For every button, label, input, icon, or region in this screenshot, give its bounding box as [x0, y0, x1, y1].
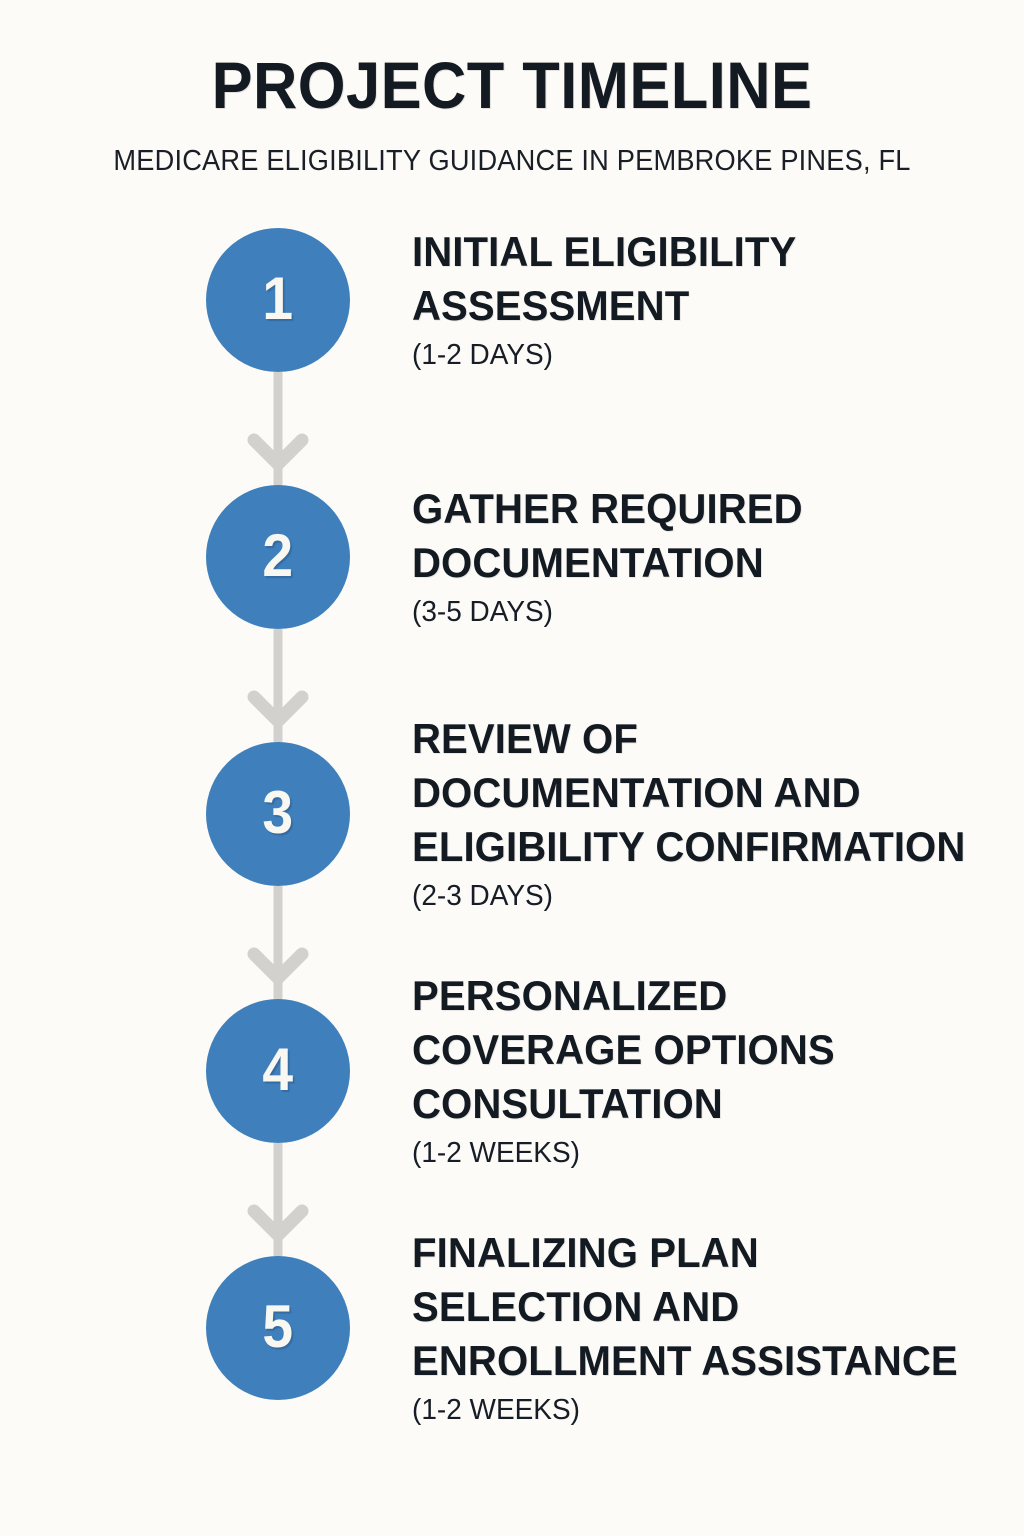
step-duration-label: (1-2 WEEKS) — [412, 1394, 580, 1426]
timeline-step: 1 INITIAL ELIGIBILITY ASSESSMENT (1-2 DAYS) — [0, 225, 1024, 486]
step-number-label: 4 — [262, 1036, 294, 1103]
step-text-block: REVIEW OF DOCUMENTATION AND ELIGIBILITY CO… — [412, 712, 1012, 916]
timeline-step: 3 REVIEW OF DOCUMENTATION AND ELIGIBILITY C… — [0, 715, 1024, 1000]
step-title-line: CONSULTATION — [412, 1080, 723, 1127]
step-number-circle: 4 — [206, 999, 350, 1143]
step-title-line: ELIGIBILITY CONFIRMATION — [412, 823, 966, 870]
step-text-block: INITIAL ELIGIBILITY ASSESSMENT (1-2 DAYS) — [412, 225, 1012, 375]
step-title-line: DOCUMENTATION — [412, 539, 764, 586]
step-connector-arrow-icon — [247, 372, 309, 486]
page-subtitle: MEDICARE ELIGIBILITY GUIDANCE IN PEMBROK… — [113, 145, 911, 177]
step-number-circle: 5 — [206, 1256, 350, 1400]
step-number-label: 3 — [262, 779, 294, 846]
step-number-circle: 2 — [206, 485, 350, 629]
step-connector-arrow-icon — [247, 1143, 309, 1257]
step-connector-arrow-icon — [247, 886, 309, 1000]
step-duration-label: (2-3 DAYS) — [412, 880, 553, 912]
step-text-block: FINALIZING PLAN SELECTION AND ENROLLMENT A… — [412, 1226, 1012, 1430]
step-title-line: INITIAL ELIGIBILITY — [412, 228, 797, 275]
step-duration-label: (3-5 DAYS) — [412, 596, 553, 628]
step-title-line: DOCUMENTATION AND — [412, 769, 861, 816]
step-title-line: COVERAGE OPTIONS — [412, 1026, 835, 1073]
step-number-circle: 3 — [206, 742, 350, 886]
step-duration-label: (1-2 DAYS) — [412, 339, 553, 371]
step-duration-label: (1-2 WEEKS) — [412, 1137, 580, 1169]
step-text-block: GATHER REQUIRED DOCUMENTATION (3-5 DAYS) — [412, 482, 1012, 632]
step-title-line: ASSESSMENT — [412, 282, 690, 329]
timeline-step: 2 GATHER REQUIRED DOCUMENTATION (3-5 DAYS) — [0, 482, 1024, 743]
step-text-block: PERSONALIZED COVERAGE OPTIONS CONSULTATION… — [412, 969, 1012, 1173]
step-connector-arrow-icon — [247, 629, 309, 743]
step-title-line: GATHER REQUIRED — [412, 485, 803, 532]
step-number-circle: 1 — [206, 228, 350, 372]
step-title-line: FINALIZING PLAN — [412, 1229, 759, 1276]
step-title-line: ENROLLMENT ASSISTANCE — [412, 1337, 958, 1384]
step-title-line: PERSONALIZED — [412, 972, 728, 1019]
infographic-header: PROJECT TIMELINE MEDICARE ELIGIBILITY GU… — [0, 0, 1024, 176]
step-number-label: 2 — [262, 522, 294, 589]
step-title-line: SELECTION AND — [412, 1283, 740, 1330]
step-title-line: REVIEW OF — [412, 715, 638, 762]
step-number-label: 5 — [262, 1293, 294, 1360]
timeline-step: 5 FINALIZING PLAN SELECTION AND ENROLLMENT … — [0, 1229, 1024, 1426]
step-number-label: 1 — [262, 265, 294, 332]
page-title: PROJECT TIMELINE — [211, 48, 813, 122]
timeline-step: 4 PERSONALIZED COVERAGE OPTIONS CONSULTATIO… — [0, 972, 1024, 1257]
